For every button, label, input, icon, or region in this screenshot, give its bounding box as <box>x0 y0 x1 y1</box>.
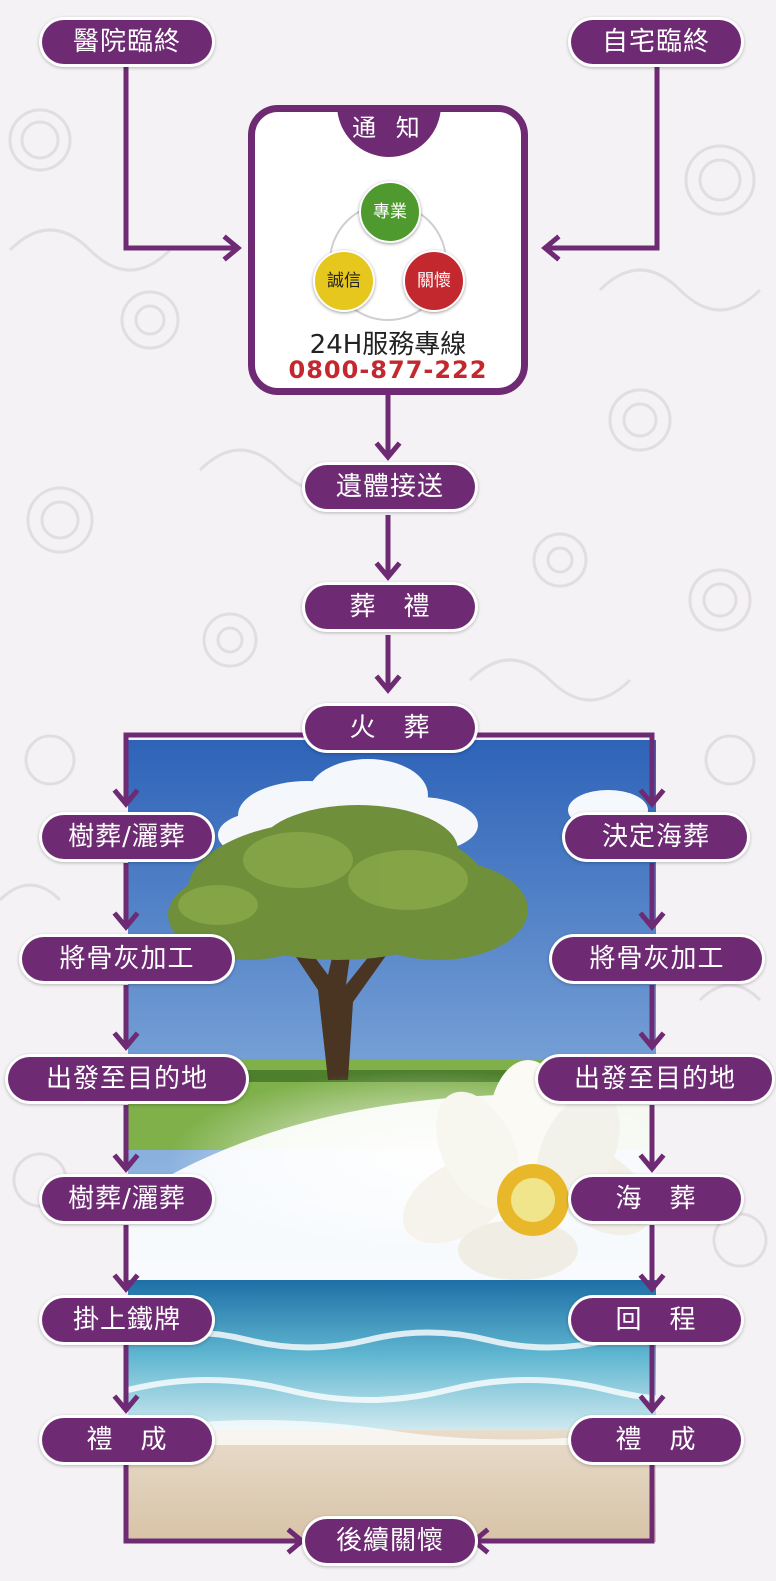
care-badge: 關懷 <box>403 250 465 312</box>
left-step-5: 掛上鐵牌 <box>42 1298 212 1342</box>
left-step-3: 出發至目的地 <box>8 1057 246 1101</box>
right-step-4: 海 葬 <box>571 1177 741 1221</box>
hospital-end-of-life-node: 醫院臨終 <box>42 20 212 64</box>
right-step-5: 回 程 <box>571 1298 741 1342</box>
integrity-badge: 誠信 <box>313 250 375 312</box>
left-step-1: 樹葬/灑葬 <box>42 815 212 859</box>
left-step-2: 將骨灰加工 <box>22 937 232 981</box>
body-transport-node: 遺體接送 <box>305 465 475 509</box>
left-step-6: 禮 成 <box>42 1418 212 1462</box>
notify-header: 通 知 <box>337 105 441 157</box>
right-step-1: 決定海葬 <box>565 815 747 859</box>
left-step-4: 樹葬/灑葬 <box>42 1177 212 1221</box>
right-step-2: 將骨灰加工 <box>552 937 762 981</box>
hotline-label: 24H服務專線 <box>309 330 467 360</box>
notify-box: 通 知 專業 誠信 關懷 24H服務專線 0800-877-222 <box>248 105 528 395</box>
funeral-node: 葬 禮 <box>305 585 475 629</box>
professional-badge: 專業 <box>359 181 421 243</box>
home-end-of-life-node: 自宅臨終 <box>571 20 741 64</box>
right-step-6: 禮 成 <box>571 1418 741 1462</box>
cremation-node: 火 葬 <box>305 706 475 750</box>
hotline-number[interactable]: 0800-877-222 <box>288 356 488 384</box>
aftercare-node: 後續關懷 <box>305 1519 475 1563</box>
nature-scene-illustration <box>128 740 656 1542</box>
right-step-3: 出發至目的地 <box>538 1057 772 1101</box>
